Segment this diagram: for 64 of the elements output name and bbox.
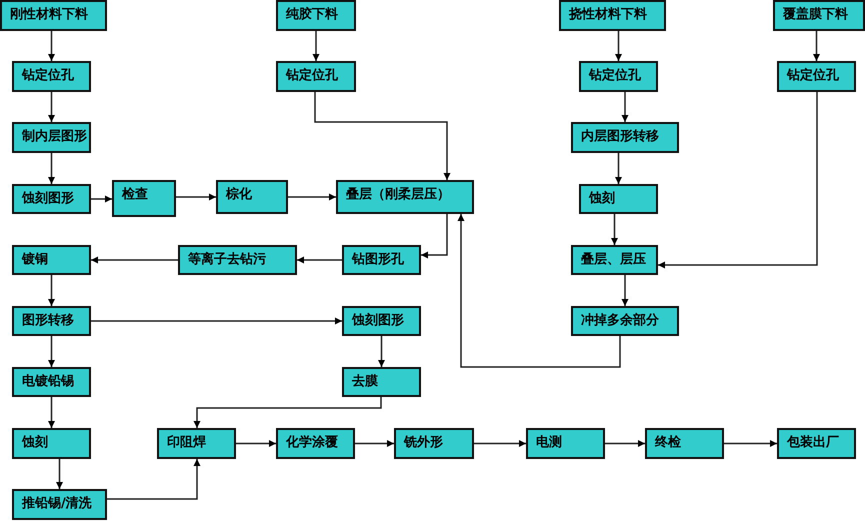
- process-box: 钻图形孔: [342, 245, 421, 275]
- arrow: [658, 92, 818, 268]
- arrow: [48, 397, 55, 428]
- process-box: 挠性材料下料: [559, 0, 666, 31]
- process-box: 棕化: [216, 180, 288, 214]
- arrow: [355, 440, 394, 447]
- process-box: 印阻焊: [157, 428, 236, 459]
- arrow: [48, 336, 55, 367]
- process-box: 等离子去钻污: [178, 245, 297, 275]
- arrow: [297, 256, 342, 264]
- arrow: [91, 318, 342, 324]
- process-box: 钻定位孔: [276, 61, 356, 92]
- process-box: 内层图形转移: [571, 122, 679, 153]
- arrow: [107, 459, 200, 500]
- arrow: [474, 440, 526, 447]
- arrow: [605, 440, 645, 447]
- process-box: 镀铜: [12, 245, 91, 275]
- arrow: [48, 153, 55, 184]
- process-box: 钻定位孔: [777, 61, 856, 92]
- arrow: [724, 440, 777, 447]
- process-box: 推铅锡/清洗: [12, 489, 107, 520]
- arrow: [236, 440, 276, 447]
- process-box: 蚀刻: [579, 184, 658, 214]
- arrow: [813, 31, 820, 61]
- process-box: 去膜: [342, 367, 421, 397]
- process-box: 蚀刻图形: [12, 184, 91, 214]
- arrow: [194, 397, 382, 428]
- arrow: [622, 275, 628, 306]
- process-box: 纯胶下料: [276, 0, 356, 31]
- arrow: [611, 214, 618, 245]
- process-box: 蚀刻: [12, 428, 91, 459]
- arrow: [48, 92, 55, 122]
- process-box: 电镀铅锡: [12, 367, 91, 397]
- arrow: [615, 153, 622, 184]
- arrow: [56, 459, 63, 489]
- process-box: 叠层（刚柔层压）: [336, 180, 474, 214]
- process-box: 钻定位孔: [579, 61, 658, 92]
- arrow: [176, 194, 216, 200]
- arrow: [615, 31, 622, 61]
- process-box: 终检: [645, 428, 724, 459]
- arrow: [622, 92, 628, 122]
- arrow: [458, 214, 621, 368]
- arrow: [91, 196, 112, 202]
- process-box: 刚性材料下料: [0, 0, 107, 31]
- arrow: [48, 31, 55, 61]
- arrow: [421, 214, 448, 258]
- process-box: 电测: [526, 428, 605, 459]
- process-box: 钻定位孔: [12, 61, 91, 92]
- arrow: [312, 31, 320, 61]
- process-box: 冲掉多余部分: [571, 306, 679, 336]
- process-box: 叠层、层压: [571, 245, 658, 275]
- process-box: 覆盖膜下料: [773, 0, 865, 31]
- arrow: [314, 92, 450, 180]
- process-box: 铣外形: [394, 428, 474, 459]
- process-box: 蚀刻图形: [342, 306, 421, 336]
- arrow: [378, 336, 385, 367]
- process-box: 包装出厂: [777, 428, 856, 459]
- arrow: [91, 256, 178, 264]
- process-box: 检查: [112, 180, 176, 217]
- arrow: [288, 194, 336, 200]
- process-box: 化学涂覆: [276, 428, 355, 459]
- arrow: [48, 275, 55, 306]
- process-box: 制内层图形: [12, 122, 91, 153]
- process-box: 图形转移: [12, 306, 91, 336]
